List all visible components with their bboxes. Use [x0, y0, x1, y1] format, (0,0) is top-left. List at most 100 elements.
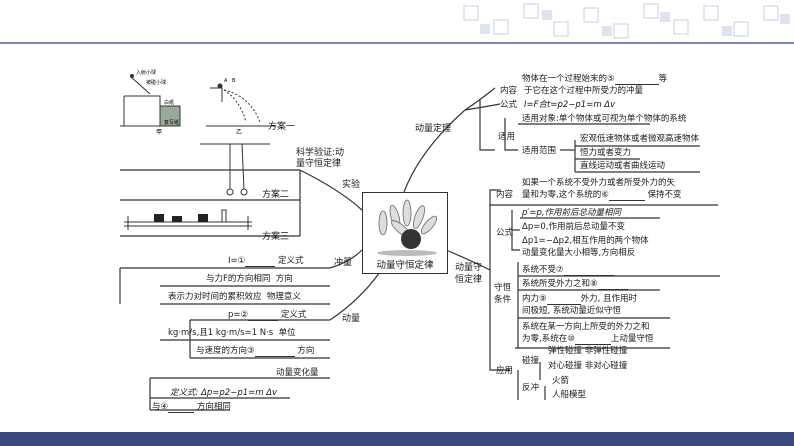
blank-4 [168, 403, 195, 413]
momentum-change-def: 定义式: Δp=p2−p1=m Δv [170, 388, 278, 398]
cons-c1-text: 系统不受⑦ [522, 265, 564, 275]
cons-c2: 系统所受外力之和⑧ [522, 279, 628, 290]
momentum-change-dir-b: 方向相同 [196, 402, 231, 412]
cons-f1: p′=p,作用前后总动量相同 [522, 208, 622, 218]
impulse-dir-text: 与力F的方向相同 [206, 274, 271, 284]
cons-f3a: Δp1=−Δp2,相互作用的两个物体 [522, 236, 649, 246]
label-h: B [232, 78, 236, 84]
impulse-phys-text: 表示力对时间的累积效应 [168, 292, 262, 302]
cons-cond-label: 守恒 条件 [494, 283, 512, 305]
figure-plan2 [160, 142, 270, 202]
label-d: 复写纸 [164, 119, 179, 126]
cons-app-label: 应用 [496, 366, 514, 376]
theorem-range1: 宏观低速物体或者微观高速物体 [580, 134, 700, 144]
decorative-squares [454, 0, 794, 42]
momentum-def: p=② 定义式 [228, 310, 306, 321]
blank-2 [248, 311, 279, 321]
cons-recoil-label: 反冲 [522, 383, 540, 393]
squares-pattern-icon [463, 3, 790, 39]
theorem-content-l2: 于它在这个过程中所受力的冲量 [524, 86, 644, 96]
cons-c3c: 间极短, 系统动量近似守恒 [522, 306, 621, 316]
cons-c4c-text: 上动量守恒 [610, 334, 654, 344]
impulse-def-end: 定义式 [277, 256, 304, 266]
cons-c2-text: 系统所受外力之和⑧ [522, 279, 598, 289]
blank-6 [608, 191, 645, 201]
momentum-unit-end: 单位 [278, 328, 296, 338]
branch-impulse: 冲量 [334, 258, 353, 268]
cons-f2: Δp=0,作用前后总动量不变 [522, 222, 625, 232]
blank-3 [254, 347, 295, 357]
momentum-dir-text: 与速度的方向③ [196, 346, 255, 356]
cons-c4b: 为零,系统在⑩ 上动量守恒 [522, 334, 653, 345]
blank-8 [597, 280, 628, 290]
figure-plan3 [124, 208, 254, 240]
branch-theorem: 动量定理 [415, 124, 452, 134]
theorem-range-label: 适用范围 [522, 146, 557, 156]
momentum-unit-text: kg·m/s,且1 kg·m/s=1 N·s [168, 328, 274, 338]
verify-label: 科学验证:动 量守恒定律 [296, 148, 345, 169]
bowling-pins-icon [377, 199, 438, 256]
impulse-def-text: I=① [228, 256, 246, 266]
cons-content-label: 内容 [496, 190, 514, 200]
header-bar [0, 0, 794, 42]
cons-col2: 对心碰撞 非对心碰撞 [548, 361, 628, 371]
blank-1 [245, 257, 276, 267]
center-node: 动量守恒定律 [362, 192, 448, 274]
momentum-change-dir-a: 与④ [152, 402, 169, 412]
header-divider [0, 42, 794, 44]
label-e: 甲 [156, 129, 162, 136]
momentum-unit: kg·m/s,且1 kg·m/s=1 N·s 单位 [168, 328, 296, 339]
air-track-icon [124, 209, 252, 230]
impulse-def: I=① 定义式 [228, 256, 303, 267]
momentum-dir: 与速度的方向③ 方向 [196, 346, 314, 357]
branch-conservation: 动量守 恒定律 [455, 263, 483, 285]
theorem-apply-label: 适用 [498, 132, 516, 142]
plan2-label: 方案二 [262, 190, 290, 200]
cons-collision-label: 碰撞 [522, 356, 540, 366]
cons-c3a: 内力⑨ 外力, 且作用时 [522, 294, 637, 305]
label-b: 被碰小球 [146, 79, 166, 86]
impulse-phys: 表示力对时间的累积效应 物理意义 [168, 292, 301, 303]
impulse-dir: 与力F的方向相同 方向 [206, 274, 293, 285]
blank-9 [546, 295, 581, 305]
footer-bar [0, 432, 794, 446]
blank-10 [574, 335, 611, 345]
label-g: A [224, 78, 228, 84]
theorem-content-label: 内容 [500, 86, 518, 96]
label-a: 入射小球 [136, 69, 156, 76]
theorem-content-text: 物体在一个过程始末的⑤ [522, 74, 615, 84]
cons-c3b-text: 外力, 且作用时 [580, 294, 638, 304]
impulse-dir-end: 方向 [275, 274, 293, 284]
theorem-formula-label: 公式 [500, 100, 518, 110]
momentum-def-end: 定义式 [280, 310, 307, 320]
cons-c4b-text: 为零,系统在⑩ [522, 334, 575, 344]
center-title: 动量守恒定律 [376, 260, 434, 271]
pendulum-icon [200, 143, 270, 196]
momentum-def-text: p=② [228, 310, 249, 320]
momentum-change-dir: 与④ 方向相同 [152, 402, 231, 413]
momentum-dir-end: 方向 [297, 346, 315, 356]
cons-content-l2: 量和为零,这个系统的⑥ 保持不变 [522, 190, 682, 201]
collision-apparatus-icon: 入射小球 被碰小球 白纸 复写纸 甲 乙 A B [120, 69, 276, 136]
theorem-range2: 恒力或者变力 [580, 148, 632, 158]
cons-formula-label: 公式 [496, 228, 514, 238]
theorem-formula: I=F合t=p2−p1=m Δv [524, 100, 616, 110]
plan3-label: 方案三 [262, 232, 290, 242]
cons-f3b: 动量变化量大小相等,方向相反 [522, 248, 636, 258]
branch-experiment: 实验 [342, 180, 361, 190]
blank-7 [563, 266, 614, 276]
cons-content-l2a: 量和为零,这个系统的⑥ [522, 190, 609, 200]
branch-momentum: 动量 [342, 314, 361, 324]
blank-5 [614, 75, 659, 85]
cons-col1: 弹性碰撞 非弹性碰撞 [548, 346, 628, 356]
plan1-label: 方案一 [268, 122, 296, 132]
cons-c3a-text: 内力⑨ [522, 294, 547, 304]
momentum-change-label: 动量变化量 [276, 368, 319, 378]
cons-c1: 系统不受⑦ [522, 265, 614, 276]
figure-plan1: 入射小球 被碰小球 白纸 复写纸 甲 乙 A B [120, 66, 280, 136]
label-f: 乙 [236, 129, 242, 136]
impulse-phys-end: 物理意义 [266, 292, 301, 302]
cons-c4a: 系统在某一方向上所受的外力之和 [522, 322, 650, 332]
cons-content-l1: 如果一个系统不受外力或者所受外力的矢 [522, 178, 676, 188]
